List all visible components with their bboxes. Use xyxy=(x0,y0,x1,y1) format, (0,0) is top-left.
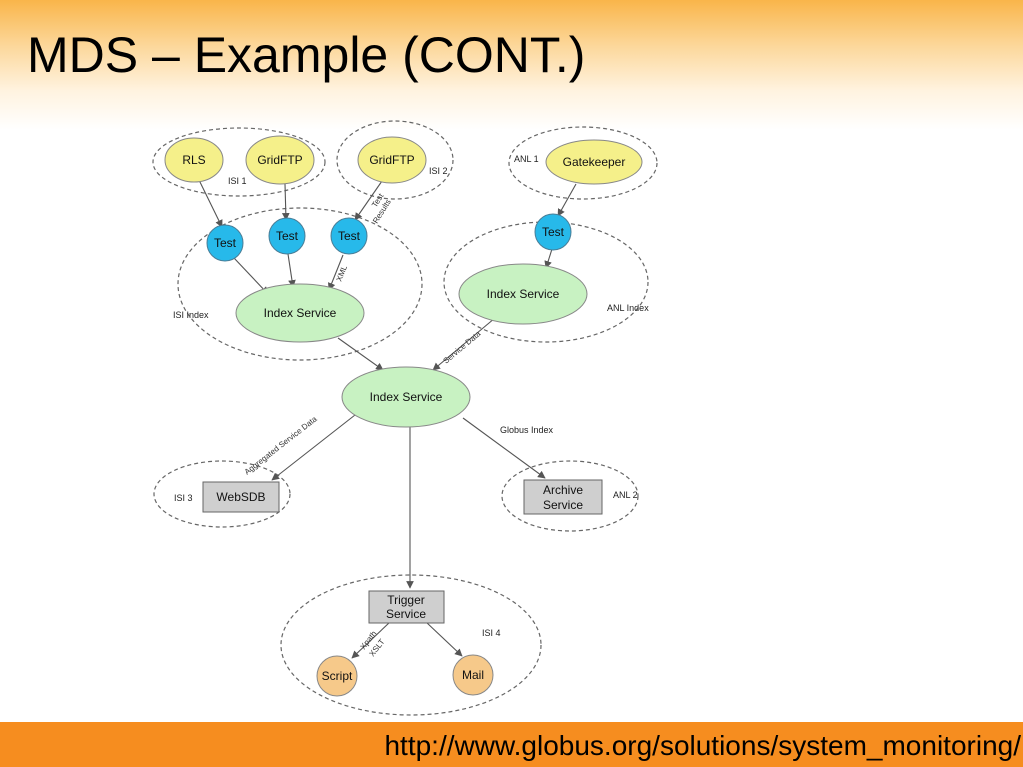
trigger-label-line1: Trigger xyxy=(387,593,425,607)
cluster-isi4 xyxy=(280,574,542,716)
rls-label: RLS xyxy=(182,153,205,167)
isi-index-service-label: Index Service xyxy=(264,306,337,320)
edge-label-service-data: Service Data xyxy=(442,329,483,366)
archive-service-box xyxy=(523,479,603,515)
cluster-anl1 xyxy=(508,126,658,200)
test-node-3 xyxy=(330,217,368,255)
cluster-label-isi3: ISI 3 xyxy=(174,493,193,503)
edge-isi-index-globus xyxy=(337,337,384,371)
test-label-1: Test xyxy=(214,236,237,250)
cluster-label-anl1: ANL 1 xyxy=(514,154,539,164)
edge-label-xml: XML xyxy=(335,264,350,283)
cluster-label-anl2: ANL 2 xyxy=(613,490,638,500)
test-label-4: Test xyxy=(542,225,565,239)
archive-label-line2: Service xyxy=(543,498,583,512)
script-label: Script xyxy=(322,669,353,683)
isi-index-service-node xyxy=(235,283,365,343)
gridftp-label-1: GridFTP xyxy=(257,153,302,167)
script-node xyxy=(316,655,358,697)
edge-test3-index xyxy=(327,254,344,291)
edge-trigger-mail xyxy=(425,621,463,657)
trigger-service-box xyxy=(368,590,445,624)
mds-diagram: RLS GridFTP GridFTP Gatekeeper Test Test… xyxy=(152,120,658,716)
trigger-label-line2: Service xyxy=(386,607,426,621)
archive-label-line1: Archive xyxy=(543,483,583,497)
test-label-2: Test xyxy=(276,229,299,243)
gridftp-label-2: GridFTP xyxy=(369,153,414,167)
globus-index-service-node xyxy=(341,366,471,428)
footer-bar: http://www.globus.org/solutions/system_m… xyxy=(0,722,1023,767)
mail-node xyxy=(452,654,494,696)
edge-test1-index xyxy=(233,257,269,295)
cluster-isi-index xyxy=(177,207,423,361)
cluster-isi1 xyxy=(152,127,326,197)
anl-index-service-node xyxy=(458,263,588,325)
anl-index-service-label: Index Service xyxy=(487,287,560,301)
cluster-anl2 xyxy=(501,460,639,532)
edge-test4-anl-index xyxy=(544,248,553,269)
edge-globus-websdb xyxy=(271,414,356,481)
websdb-box xyxy=(202,481,280,513)
edge-anl-index-globus xyxy=(432,317,496,371)
gridftp-node-2 xyxy=(357,136,427,184)
globus-index-service-label: Index Service xyxy=(370,390,443,404)
edge-rls-test xyxy=(198,179,223,228)
edge-test2-index xyxy=(287,253,296,288)
edge-gridftp2-test xyxy=(354,180,383,221)
test-node-2 xyxy=(268,217,306,255)
slide-title: MDS – Example (CONT.) xyxy=(27,27,586,83)
edge-globus-archive xyxy=(462,417,546,479)
gatekeeper-label: Gatekeeper xyxy=(563,155,626,169)
websdb-label: WebSDB xyxy=(216,490,265,504)
test-node-4 xyxy=(534,213,572,251)
footer-url-link[interactable]: http://www.globus.org/solutions/system_m… xyxy=(384,730,1021,761)
cluster-label-isi-index: ISI Index xyxy=(173,310,209,320)
cluster-isi2 xyxy=(336,120,454,200)
title-band xyxy=(0,0,1023,130)
cluster-label-isi4: ISI 4 xyxy=(482,628,501,638)
edge-label-aggregated-service-data: Aggregated Service Data xyxy=(243,414,319,476)
cluster-label-isi2: ISI 2 xyxy=(429,166,448,176)
gatekeeper-node xyxy=(545,139,643,185)
edge-gridftp1-test xyxy=(281,183,290,221)
rls-node xyxy=(164,137,224,183)
edge-trigger-script xyxy=(351,621,391,659)
cluster-label-isi1: ISI 1 xyxy=(228,176,247,186)
mail-label: Mail xyxy=(462,668,484,682)
edge-gatekeeper-test xyxy=(557,183,577,217)
cluster-label-globus-index: Globus Index xyxy=(500,425,554,435)
gridftp-node-1 xyxy=(245,135,315,185)
cluster-isi3 xyxy=(153,460,291,528)
cluster-label-anl-index: ANL Index xyxy=(607,303,649,313)
test-node-1 xyxy=(206,224,244,262)
test-label-3: Test xyxy=(338,229,361,243)
